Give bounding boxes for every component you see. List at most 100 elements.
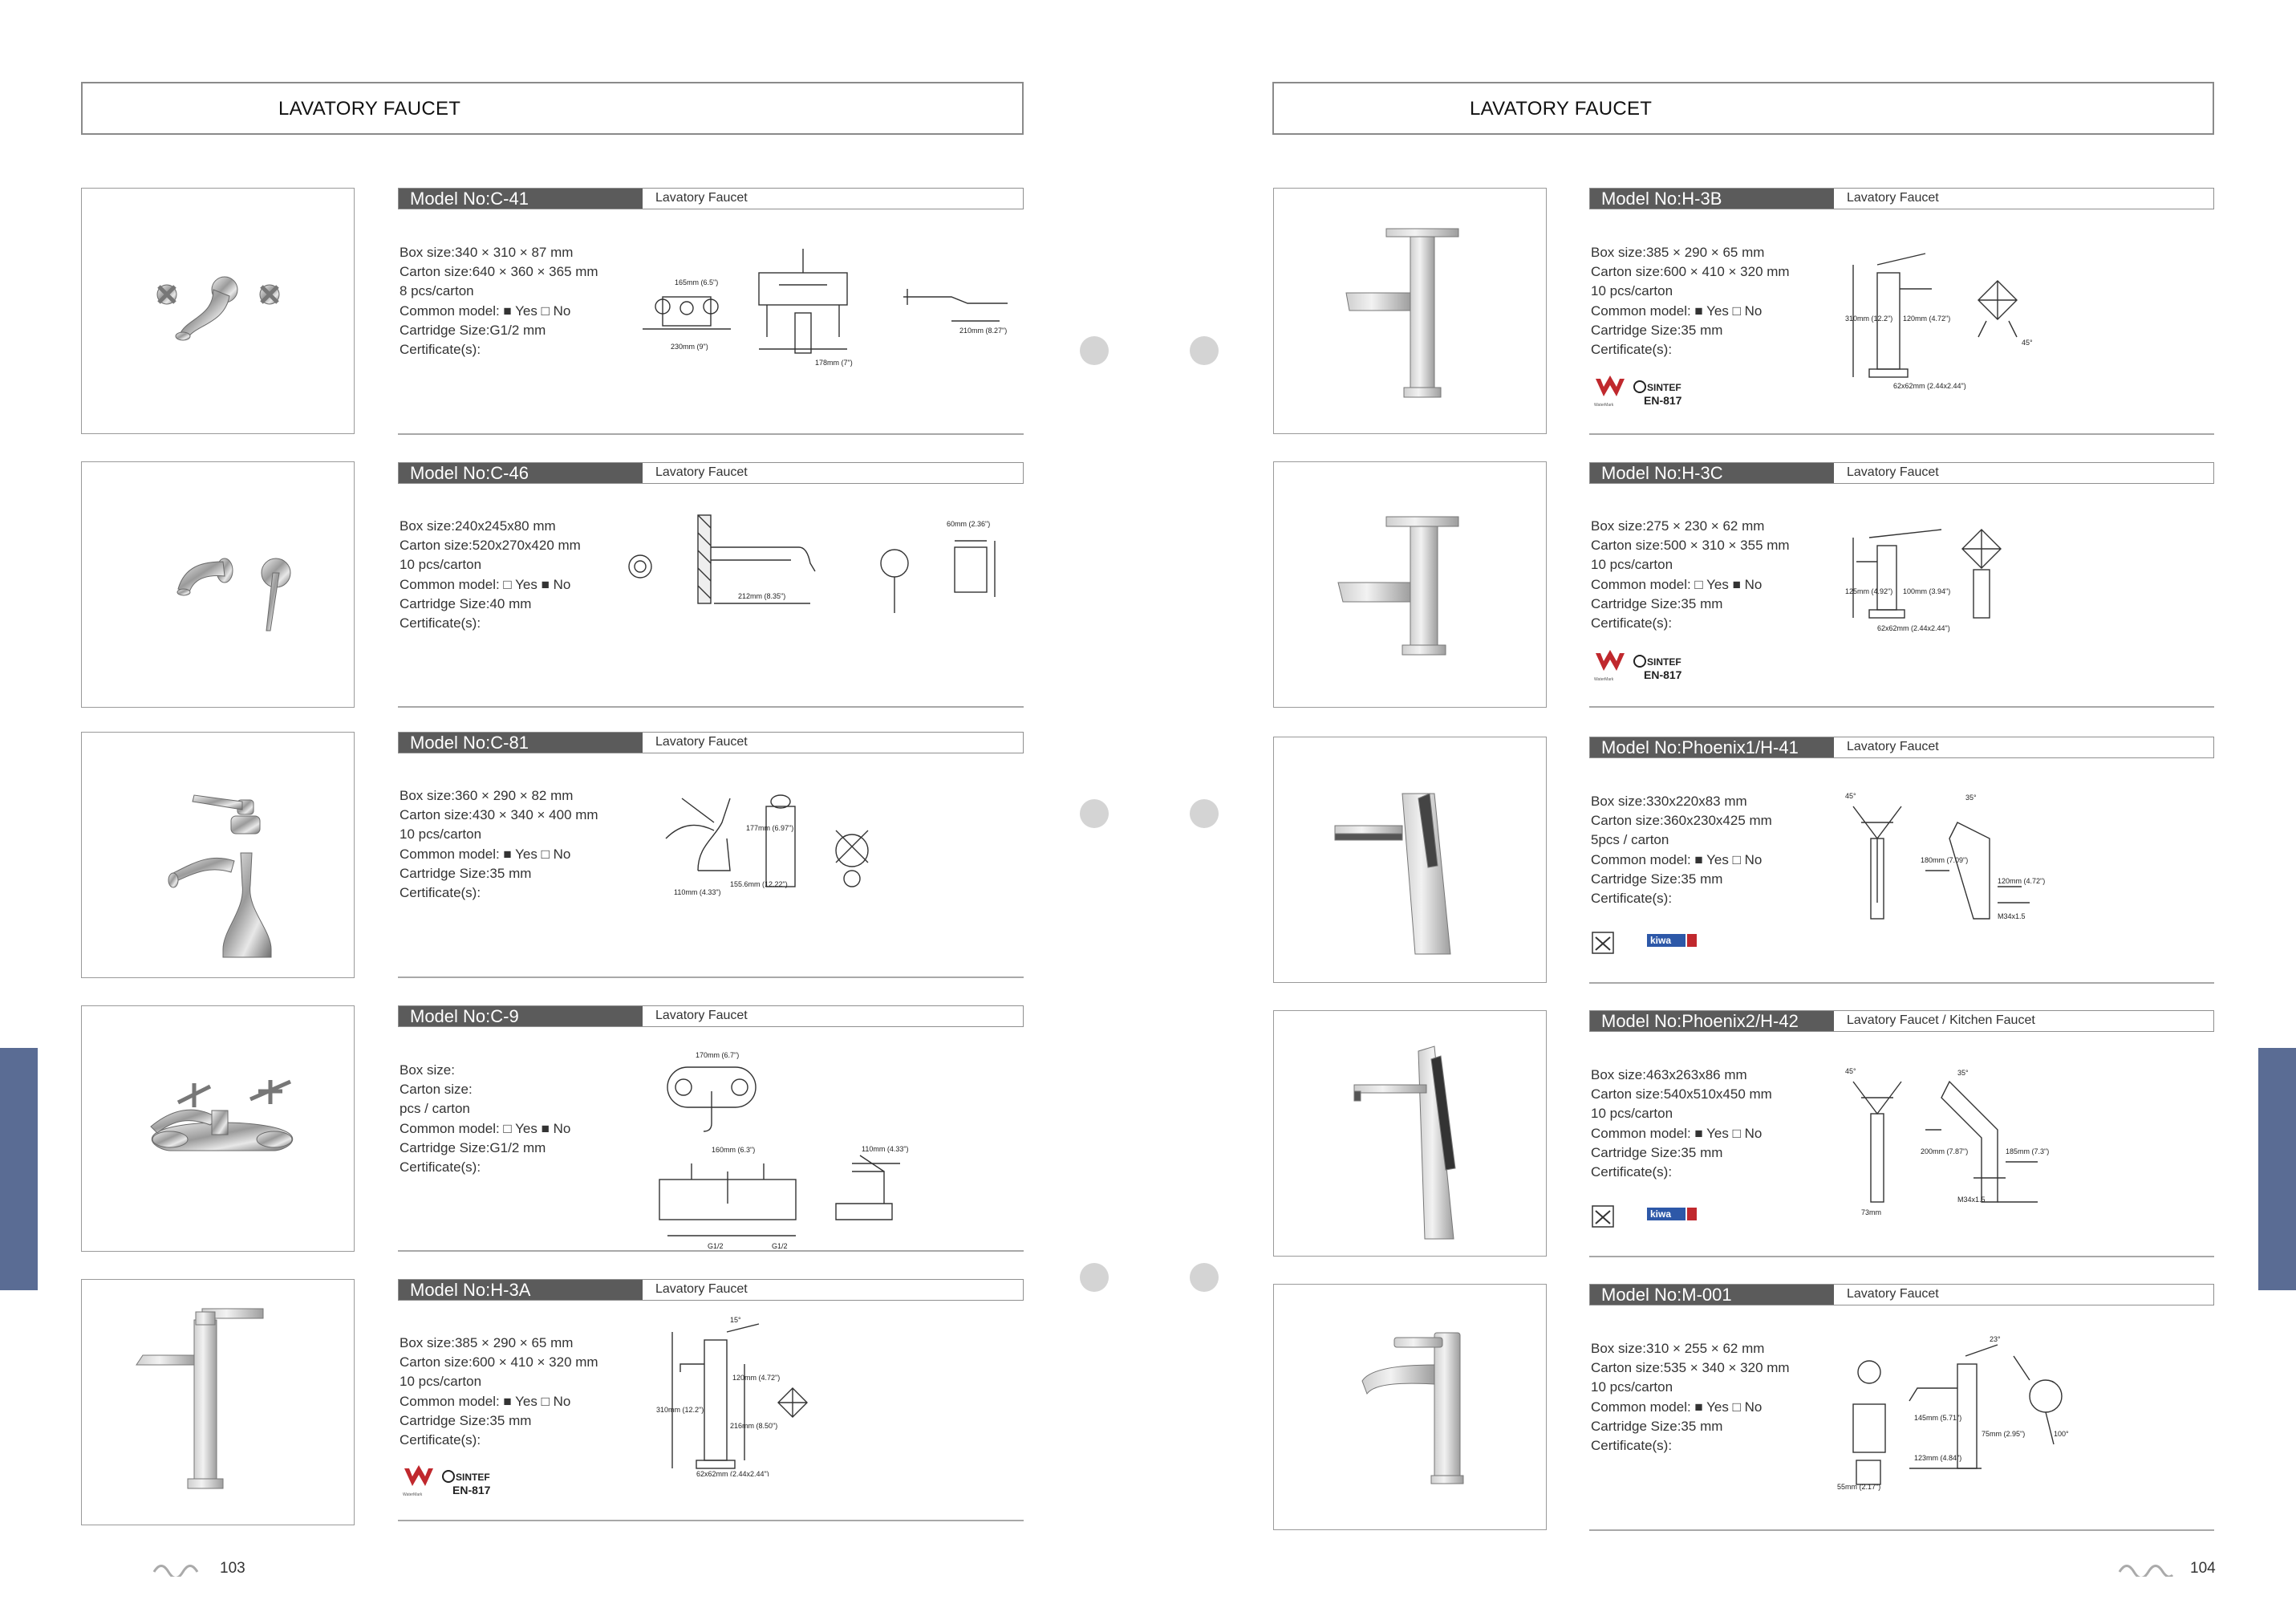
product-photo-c46: [81, 461, 355, 708]
specs-h3a: Box size:385 × 290 × 65 mm Carton size:6…: [400, 1334, 598, 1450]
spec-certificates: Certificate(s):: [400, 884, 481, 900]
faucet-h3a-image: [136, 1308, 264, 1489]
faucet-c9-image: [150, 1079, 293, 1151]
svg-text:EN-817: EN-817: [1644, 668, 1682, 681]
gutter-dot: [1080, 799, 1109, 828]
spec-pcs-per-carton: 5pcs / carton: [1591, 832, 1669, 848]
separator-line: [1589, 433, 2214, 435]
dim-label: 60mm (2.36"): [947, 520, 990, 528]
dim-label: 15°: [730, 1316, 741, 1324]
model-number: Model No:C-41: [399, 189, 643, 209]
spec-certificates: Certificate(s):: [1591, 890, 1673, 906]
dim-label: 160mm (6.3"): [712, 1146, 755, 1154]
technical-drawing-c81: 110mm (4.33") 155.6mm (12.22") 177mm (6.…: [665, 794, 869, 896]
product-type: Lavatory Faucet / Kitchen Faucet: [1847, 1013, 2035, 1027]
product-type: Lavatory Faucet: [655, 465, 748, 479]
faucet-h42-image: [1353, 1046, 1456, 1240]
page-number-left: 103: [220, 1560, 245, 1577]
spec-certificates: Certificate(s):: [400, 1431, 481, 1448]
dim-label: 62x62mm (2.44x2.44"): [1877, 624, 1950, 632]
spec-common-model: Common model: ■ Yes □ No: [1591, 303, 1763, 319]
kiwa-logo-icon: [1647, 934, 1685, 947]
separator-line: [398, 1250, 1024, 1252]
spec-cartridge-size: Cartridge Size:35 mm: [400, 1412, 532, 1428]
dim-label: 310mm (12.2"): [656, 1406, 704, 1414]
spec-cartridge-size: Cartridge Size:40 mm: [400, 595, 532, 611]
product-type: Lavatory Faucet: [655, 1009, 748, 1022]
faucet-h3c-image: [1337, 516, 1459, 656]
sintef-icon: [1633, 655, 1646, 668]
separator-line: [398, 977, 1024, 978]
faucet-c46-image: [176, 558, 291, 631]
spec-pcs-per-carton: 10 pcs/carton: [400, 557, 482, 573]
left-page-header: LAVATORY FAUCET: [81, 82, 1024, 135]
spec-certificates: Certificate(s):: [1591, 1163, 1673, 1180]
dim-label: 75mm (2.95"): [1982, 1430, 2025, 1438]
technical-drawing-c9: 170mm (6.7") 160mm (6.3") 110mm (4.33") …: [659, 1051, 909, 1250]
spec-cartridge-size: Cartridge Size:35 mm: [1591, 595, 1723, 611]
faucet-c81-image: [168, 794, 272, 958]
svg-text:EN-817: EN-817: [452, 1484, 491, 1496]
separator-line: [398, 433, 1024, 435]
product-photo-c9: [81, 1005, 355, 1252]
spec-carton-size: Carton size:600 × 410 × 320 mm: [400, 1354, 598, 1370]
spec-carton-size: Carton size:500 × 310 × 355 mm: [1591, 538, 1790, 554]
spec-carton-size: Carton size:: [400, 1082, 473, 1098]
watermark-icon: [1596, 376, 1625, 396]
technical-drawing-m001: 23° 100° 145mm (5.71") 123mm (4.84") 75m…: [1837, 1335, 2069, 1491]
product-photo-h42: [1273, 1010, 1547, 1257]
spec-box-size: Box size:: [400, 1062, 455, 1078]
spec-box-size: Box size:360 × 290 × 82 mm: [400, 788, 574, 803]
model-bar-h41: Model No:Phoenix1/H-41 Lavatory Faucet: [1589, 737, 2214, 758]
product-photo-h41: [1273, 737, 1547, 983]
svg-text:WaterMark: WaterMark: [403, 1492, 423, 1497]
model-number: Model No:H-3C: [1590, 463, 1834, 483]
spec-carton-size: Carton size:640 × 360 × 365 mm: [400, 264, 598, 280]
specs-h42: Box size:463x263x86 mm Carton size:540x5…: [1591, 1066, 1772, 1182]
watermark-icon: [1596, 650, 1625, 671]
dim-label: 45°: [1845, 792, 1856, 800]
product-photo-h3b: [1273, 188, 1547, 434]
dim-label: 45°: [1845, 1067, 1856, 1075]
specs-h3b: Box size:385 × 290 × 65 mm Carton size:6…: [1591, 243, 1790, 359]
dim-label: 123mm (4.84"): [1914, 1454, 1961, 1462]
specs-c81: Box size:360 × 290 × 82 mm Carton size:4…: [400, 786, 598, 903]
right-section-tab: [2258, 1048, 2296, 1290]
spec-common-model: Common model: ■ Yes □ No: [400, 846, 571, 862]
svg-text:SINTEF: SINTEF: [456, 1472, 490, 1483]
spec-certificates: Certificate(s):: [1591, 615, 1673, 631]
gutter-dot: [1190, 336, 1219, 365]
spec-cartridge-size: Cartridge Size:35 mm: [400, 865, 532, 881]
spec-certificates: Certificate(s):: [400, 341, 481, 357]
spec-common-model: Common model: ■ Yes □ No: [1591, 1125, 1763, 1141]
model-bar-c46: Model No:C-46 Lavatory Faucet: [398, 462, 1024, 484]
spec-cartridge-size: Cartridge Size:35 mm: [1591, 1144, 1723, 1160]
dim-label: 200mm (7.87"): [1921, 1147, 1968, 1155]
model-bar-h3b: Model No:H-3B Lavatory Faucet: [1589, 188, 2214, 209]
spec-pcs-per-carton: 10 pcs/carton: [1591, 283, 1673, 299]
spec-box-size: Box size:340 × 310 × 87 mm: [400, 245, 574, 260]
spec-common-model: Common model: □ Yes ■ No: [1591, 576, 1763, 592]
spec-certificates: Certificate(s):: [400, 615, 481, 631]
technical-drawing-h3a: 15° 120mm (4.72") 310mm (12.2") 216mm (8…: [656, 1316, 808, 1476]
dim-label: 125mm (4.92"): [1845, 587, 1892, 595]
dim-label: 310mm (12.2"): [1845, 315, 1892, 323]
dim-label: 178mm (7"): [815, 359, 853, 367]
model-number: Model No:C-46: [399, 463, 643, 483]
model-bar-h3c: Model No:H-3C Lavatory Faucet: [1589, 462, 2214, 484]
dim-label: 216mm (8.50"): [730, 1422, 777, 1430]
separator-line: [1589, 706, 2214, 708]
dim-label: 177mm (6.97"): [746, 824, 793, 832]
product-photo-c81: [81, 732, 355, 978]
spec-pcs-per-carton: 8 pcs/carton: [400, 283, 474, 299]
product-type: Lavatory Faucet: [1847, 191, 1939, 205]
certificate-logos-h3c: SINTEF EN-817 WaterMark: [1594, 650, 1682, 682]
spec-common-model: Common model: ■ Yes □ No: [1591, 1399, 1763, 1415]
specs-m001: Box size:310 × 255 × 62 mm Carton size:5…: [1591, 1339, 1790, 1456]
spec-common-model: Common model: □ Yes ■ No: [400, 576, 571, 592]
sintef-icon: [1633, 380, 1646, 393]
separator-line: [1589, 1256, 2214, 1257]
dim-label: 120mm (4.72"): [732, 1374, 780, 1382]
model-bar-h42: Model No:Phoenix2/H-42 Lavatory Faucet /…: [1589, 1010, 2214, 1032]
product-type: Lavatory Faucet: [1847, 465, 1939, 479]
